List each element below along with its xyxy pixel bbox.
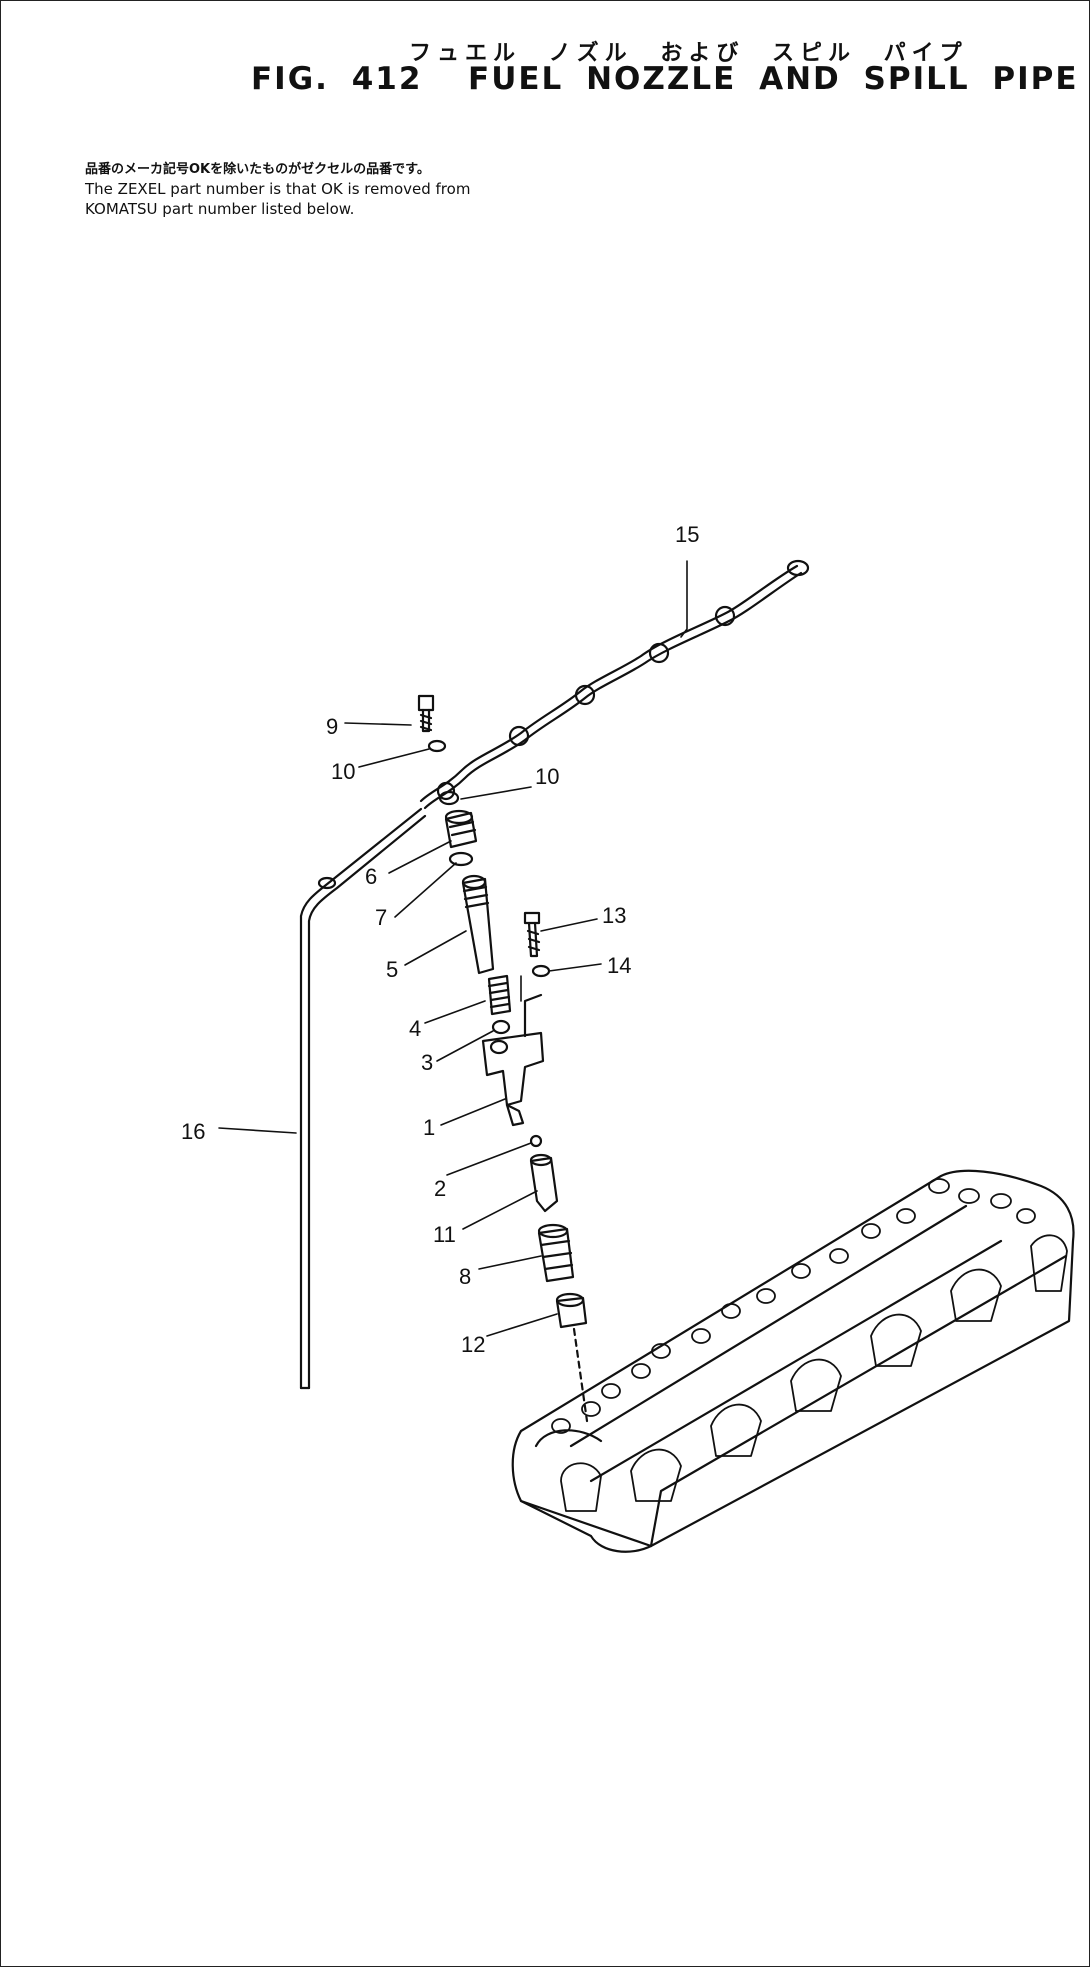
nozzle-holder-1 [481,993,545,1127]
callout-4: 4 [409,1016,421,1041]
spring-seat-3 [491,1019,511,1035]
callout-7: 7 [375,905,387,930]
japanese-title: フュエル ノズル および スピル パイプ [409,41,968,66]
figure-title: FIG. 412 FUEL NOZZLE AND SPILL PIPE [251,61,1079,97]
callout-16: 16 [181,1119,205,1144]
callout-8: 8 [459,1264,471,1289]
callout-14: 14 [607,953,631,978]
figure-number: FIG. 412 [251,61,423,97]
note-japanese: 品番のメーカ記号OKを除いたものがゼクセルの品番です。 [85,162,430,177]
callout-11: 11 [433,1222,456,1247]
nozzle-tip-2 [529,1134,543,1148]
note-line-1: The ZEXEL part number is that OK is remo… [85,180,471,198]
washer-10-upper [427,739,447,753]
callout-6: 6 [365,864,377,889]
sleeve-8 [537,1223,575,1283]
callout-10-right: 10 [535,764,559,789]
bolt-13 [523,911,541,958]
callout-9: 9 [326,714,338,739]
insertion-axis [572,1327,589,1423]
bolt-9 [417,694,435,733]
washer-14 [531,964,551,978]
spill-pipe-15 [419,559,810,810]
retaining-nut-6 [444,809,478,849]
note-line-2: KOMATSU part number listed below. [85,200,355,218]
callout-2: 2 [434,1176,446,1201]
callout-1: 1 [423,1115,435,1140]
english-title: FUEL NOZZLE AND SPILL PIPE [468,61,1079,97]
callout-3: 3 [421,1050,433,1075]
return-pipe-16 [299,807,427,1390]
callout-15: 15 [675,522,699,547]
washer-10-lower [438,790,460,806]
spring-4 [487,974,512,1016]
callout-5: 5 [386,957,398,982]
nozzle-11 [529,1153,559,1213]
callout-13: 13 [602,903,626,928]
callout-12: 12 [461,1332,485,1357]
leader-lines [218,560,688,1337]
o-ring-7 [448,851,474,867]
callout-10-left: 10 [331,759,355,784]
callout-labels: 15 9 10 10 6 7 5 13 14 4 3 16 1 2 11 8 1… [181,522,699,1357]
nozzle-holder-5 [461,874,495,975]
gasket-12 [555,1292,588,1329]
cylinder-head [511,1169,1075,1553]
